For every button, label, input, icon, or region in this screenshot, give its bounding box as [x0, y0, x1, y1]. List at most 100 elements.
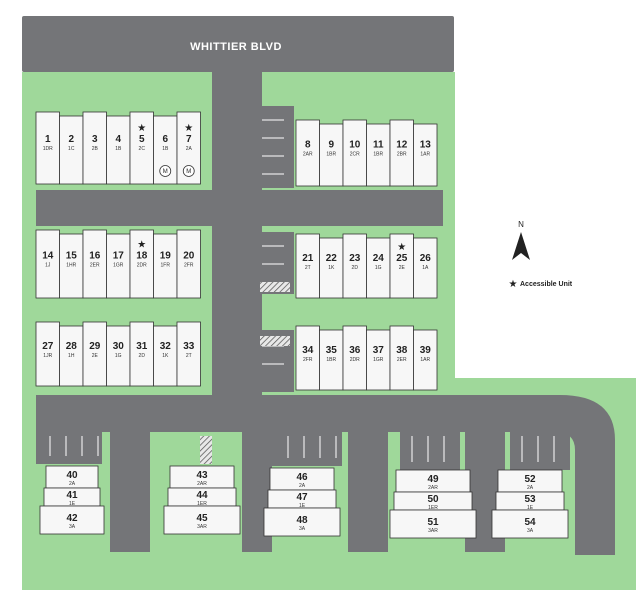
unit-number: 2	[68, 134, 74, 145]
meter-icon	[159, 165, 172, 177]
unit-code: 3A	[527, 528, 534, 534]
unit-number: 12	[396, 140, 408, 151]
unit-number: 9	[328, 140, 334, 151]
unit-code: 1ER	[197, 501, 207, 507]
accessible-star-icon: ★	[184, 123, 193, 134]
unit-number: 20	[183, 251, 195, 262]
unit-code: 1GR	[373, 357, 384, 363]
unit-number: 1	[45, 134, 51, 145]
unit-code: 2B	[92, 146, 99, 152]
north-arrow: N	[512, 220, 530, 260]
unit-number: 54	[524, 517, 536, 528]
unit-number: 53	[524, 494, 536, 505]
unit-code: 1BR	[326, 357, 336, 363]
accessible-parking-hatch	[260, 336, 290, 346]
unit-number: 40	[66, 470, 78, 481]
unit-code: 1BR	[373, 152, 383, 158]
cross-drive	[36, 190, 443, 226]
unit-number: 14	[42, 251, 54, 262]
unit-code: 1B	[115, 146, 122, 152]
unit-code: 1BR	[326, 152, 336, 158]
unit-code: 1G	[375, 265, 382, 271]
unit-code: 1E	[69, 501, 76, 507]
unit-number: 15	[66, 251, 78, 262]
unit-building	[263, 507, 341, 537]
unit-4: 41B	[106, 115, 131, 185]
unit-number: 35	[326, 345, 338, 356]
unit-number: 24	[373, 253, 385, 264]
unit-number: 45	[196, 513, 208, 524]
accessible-star-icon: ★	[137, 123, 146, 134]
unit-number: 44	[196, 490, 208, 501]
unit-number: 10	[349, 140, 361, 151]
unit-building	[413, 123, 438, 187]
unit-code: 3A	[299, 526, 306, 532]
unit-code: 2ER	[397, 357, 407, 363]
meter-label: M	[163, 169, 168, 175]
unit-number: 43	[196, 470, 208, 481]
north-label: N	[518, 220, 524, 229]
unit-code: 1K	[162, 353, 169, 359]
unit-number: 19	[160, 251, 172, 262]
unit-code: 2DR	[350, 357, 360, 363]
unit-code: 2T	[305, 265, 311, 271]
unit-number: 22	[326, 253, 338, 264]
unit-building	[163, 505, 241, 535]
accessible-star-icon: ★	[137, 240, 146, 251]
unit-code: 2FR	[184, 263, 194, 269]
unit-code: 3A	[69, 524, 76, 530]
unit-number: 34	[302, 345, 314, 356]
unit-code: 1K	[328, 265, 335, 271]
unit-number: 7	[186, 134, 192, 145]
unit-number: 17	[113, 251, 125, 262]
unit-building	[176, 229, 201, 299]
unit-number: 46	[296, 472, 308, 483]
legend-label: Accessible Unit	[520, 281, 573, 288]
buildings: 11DR21C32B41B52C★61BM72A★M82AR91BR102CR1…	[35, 111, 569, 539]
accessible-star-icon: ★	[397, 242, 406, 253]
parking-east-1	[400, 426, 460, 470]
unit-number: 36	[349, 345, 361, 356]
unit-7: 72A★M	[176, 111, 201, 185]
spur-3	[348, 420, 388, 552]
unit-code: 1B	[162, 146, 169, 152]
unit-number: 26	[420, 253, 432, 264]
unit-building	[413, 237, 438, 299]
unit-number: 31	[136, 341, 148, 352]
unit-number: 50	[427, 494, 439, 505]
unit-5: 52C★	[129, 111, 154, 185]
unit-number: 28	[66, 341, 78, 352]
parking-mid	[272, 426, 342, 466]
whittier-blvd	[22, 16, 454, 72]
unit-number: 32	[160, 341, 172, 352]
unit-code: 2A	[527, 485, 534, 491]
unit-code: 1FR	[161, 263, 171, 269]
unit-number: 25	[396, 253, 408, 264]
unit-number: 48	[296, 515, 308, 526]
unit-code: 1A	[422, 265, 429, 271]
unit-number: 52	[524, 474, 536, 485]
parking-east-2	[510, 426, 570, 470]
